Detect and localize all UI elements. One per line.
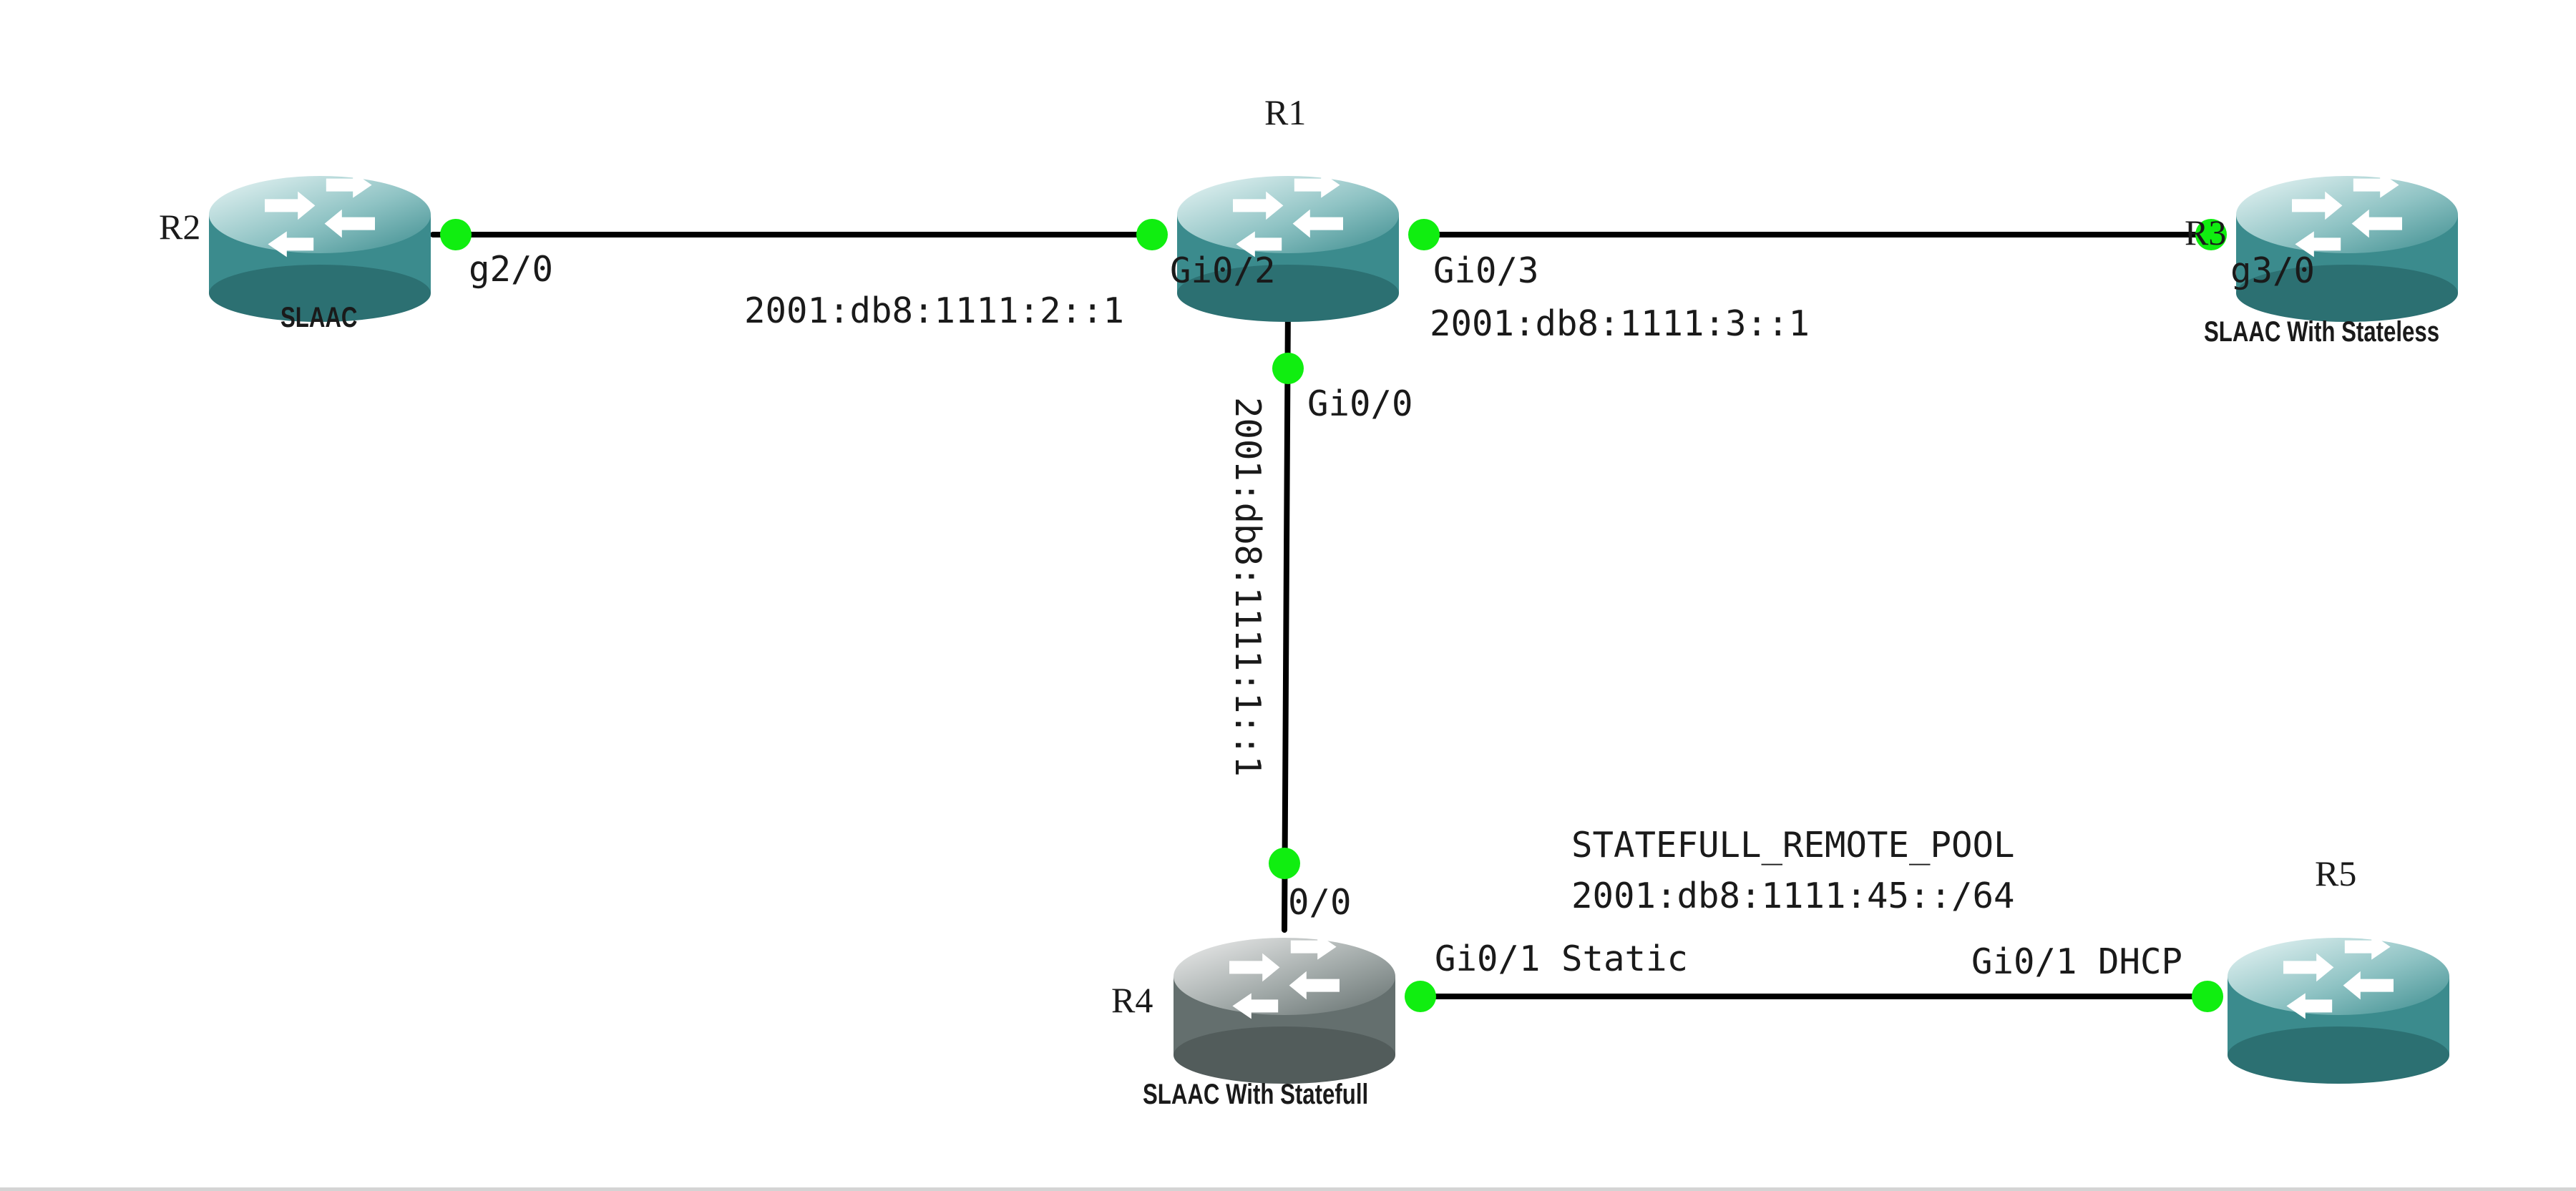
address-r4-r5-pool: STATEFULL_REMOTE_POOL <box>1571 825 2015 866</box>
iface-label-r1-gi0-3: Gi0/3 <box>1433 250 1539 291</box>
router-name-r3: R3 <box>2185 212 2227 253</box>
router-r4[interactable] <box>1174 933 1395 1084</box>
router-r5[interactable] <box>2228 933 2449 1084</box>
iface-label-r4-0-0: 0/0 <box>1288 882 1352 923</box>
endpoint-r1-gi0-3[interactable] <box>1408 219 1440 250</box>
router-r2[interactable] <box>209 172 431 322</box>
links <box>430 232 2214 999</box>
router-r3[interactable] <box>2236 172 2458 322</box>
router-desc-r2: SLAAC <box>280 302 358 333</box>
address-r1-r4: 2001:db8:1111:1::1 <box>1227 397 1268 778</box>
router-name-r1: R1 <box>1264 92 1307 132</box>
endpoint-r5-gi0-1[interactable] <box>2192 981 2223 1012</box>
address-r1-r3: 2001:db8:1111:3::1 <box>1430 303 1810 344</box>
bottom-divider <box>0 1187 2576 1191</box>
router-desc-r3: SLAAC With Stateless <box>2204 316 2440 348</box>
endpoint-r2-g2-0[interactable] <box>440 219 472 250</box>
iface-label-r4-gi0-1: Gi0/1 Static <box>1435 938 1689 979</box>
iface-label-r1-gi0-2: Gi0/2 <box>1170 250 1276 291</box>
iface-label-r5-gi0-1: Gi0/1 DHCP <box>1971 941 2183 982</box>
endpoint-r1-gi0-2[interactable] <box>1136 219 1168 250</box>
address-r4-r5-prefix: 2001:db8:1111:45::/64 <box>1571 876 2015 916</box>
iface-label-r3-g3-0: g3/0 <box>2230 250 2316 291</box>
address-r1-r2: 2001:db8:1111:2::1 <box>744 290 1125 331</box>
link-r1-r4[interactable] <box>1282 298 1291 933</box>
endpoint-r4-gi0-1[interactable] <box>1405 981 1436 1012</box>
router-r1[interactable] <box>1177 172 1399 322</box>
router-desc-r4: SLAAC With Statefull <box>1143 1079 1369 1110</box>
router-name-r5: R5 <box>2315 853 2357 893</box>
endpoint-r1-gi0-0[interactable] <box>1272 353 1304 384</box>
router-name-r4: R4 <box>1111 980 1153 1020</box>
endpoint-r3-g3-0[interactable] <box>2195 219 2227 250</box>
iface-label-r1-gi0-0: Gi0/0 <box>1307 383 1413 424</box>
endpoint-r4-0-0[interactable] <box>1269 848 1300 879</box>
iface-label-r2-g2-0: g2/0 <box>469 249 554 290</box>
router-name-r2: R2 <box>159 207 201 247</box>
